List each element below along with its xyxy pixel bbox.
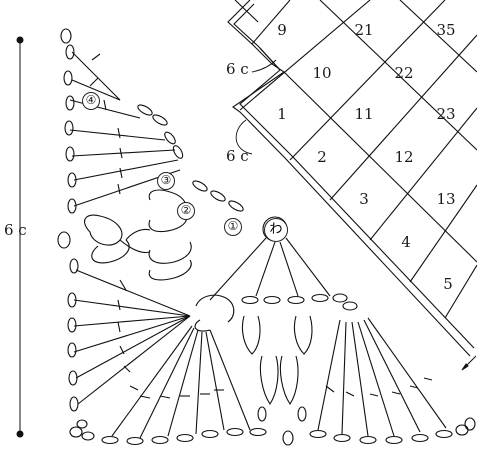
- grid-cell-number: 9: [277, 21, 287, 39]
- grid-cell-number: 10: [312, 64, 331, 82]
- left-edge-chains: [58, 29, 78, 411]
- round-1-marker: ①: [224, 218, 242, 236]
- round-3-marker: ③: [157, 172, 175, 190]
- middle-loops: [85, 190, 192, 280]
- grid-cell-number: 11: [354, 105, 373, 123]
- grid-cell-number: 4: [401, 233, 411, 251]
- right-fan-spokes: [318, 318, 446, 436]
- corner-clusters: [70, 294, 475, 445]
- lower-fan-spokes: [74, 270, 250, 438]
- magic-ring-label: わ: [264, 218, 288, 242]
- grid-cell-number: 21: [354, 21, 373, 39]
- grid-cell-number: 2: [317, 148, 327, 166]
- grid-top-measure-label: 6 c: [226, 60, 249, 78]
- grid-cell-number: 35: [436, 21, 455, 39]
- center-block: [195, 238, 330, 421]
- round-4-marker: ④: [82, 92, 100, 110]
- grid-cell-number: 22: [394, 64, 413, 82]
- grid-cell-number: 1: [277, 105, 287, 123]
- grid-cell-number: 23: [436, 105, 455, 123]
- direction-arrow: [462, 356, 476, 370]
- bottom-edge-chains: [102, 429, 452, 445]
- grid-side-measure-label: 6 c: [226, 147, 249, 165]
- height-measure-label: 6 c: [4, 221, 27, 239]
- grid-cell-number: 12: [394, 148, 413, 166]
- grid-cell-number: 13: [436, 190, 455, 208]
- round-2-marker: ②: [177, 202, 195, 220]
- grid-cell-number: 5: [443, 275, 453, 293]
- grid-cell-number: 3: [359, 190, 369, 208]
